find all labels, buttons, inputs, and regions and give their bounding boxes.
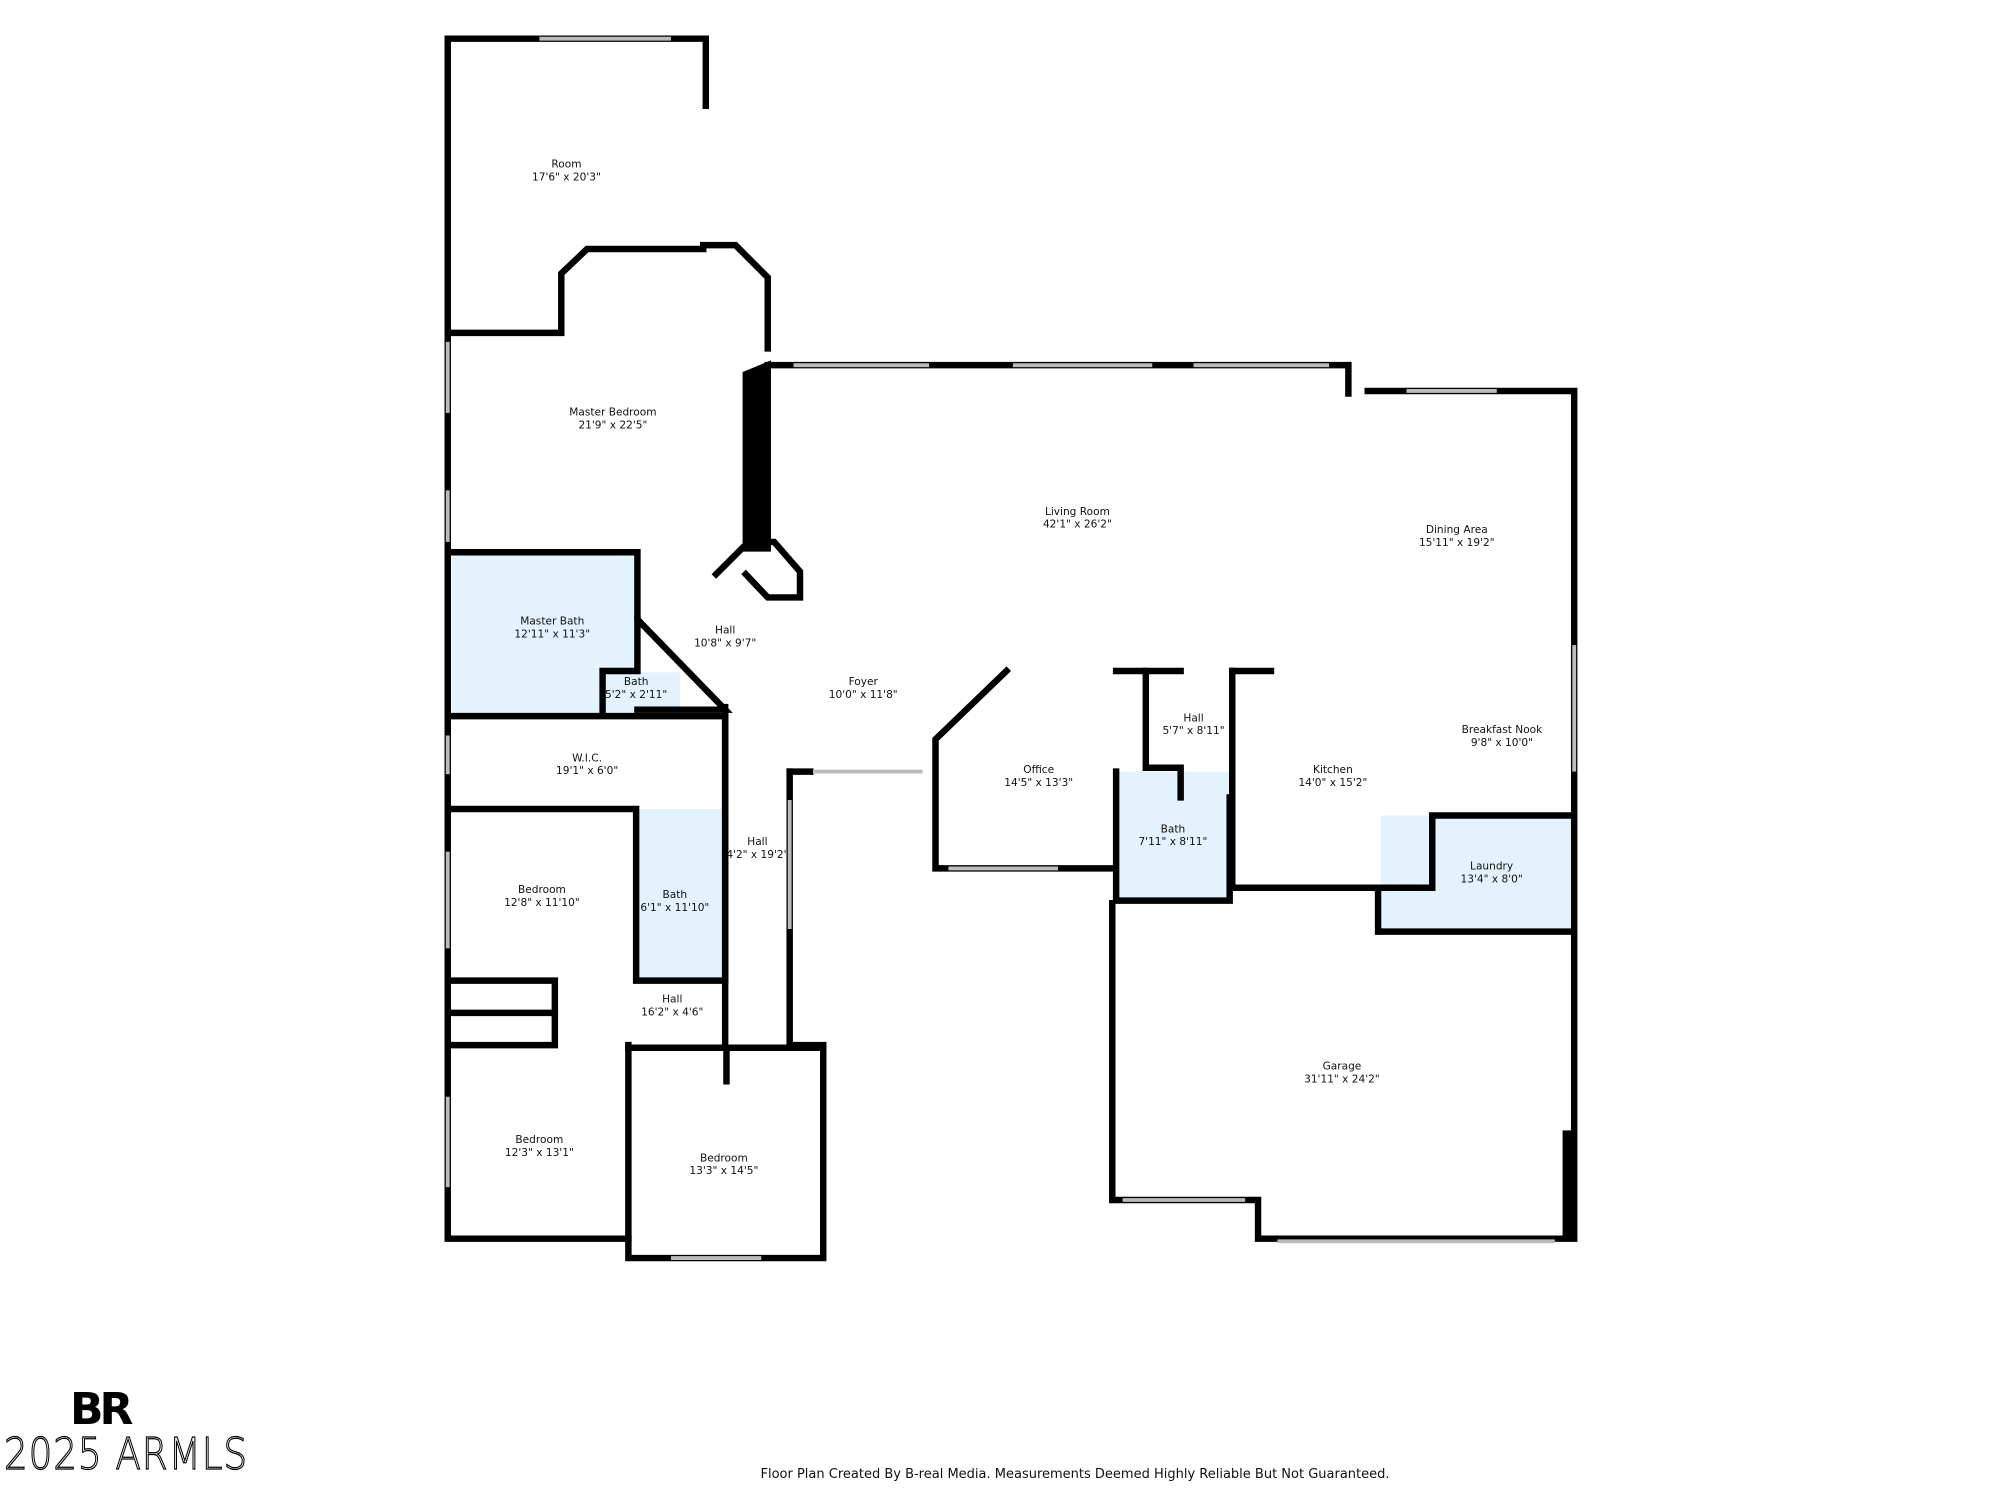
walls (444, 35, 1578, 1262)
logo-mark: BR (70, 1384, 133, 1435)
room-label: W.I.C.19'1" x 6'0" (556, 752, 618, 777)
windows (445, 36, 1577, 1260)
copyright-text: 2025 ARMLS (3, 1429, 248, 1480)
wet-room-fills (451, 552, 1572, 979)
brand-logo: BR 2025 ARMLS (3, 1384, 291, 1480)
disclaimer-footer: Floor Plan Created By B-real Media. Meas… (760, 1467, 1390, 1482)
